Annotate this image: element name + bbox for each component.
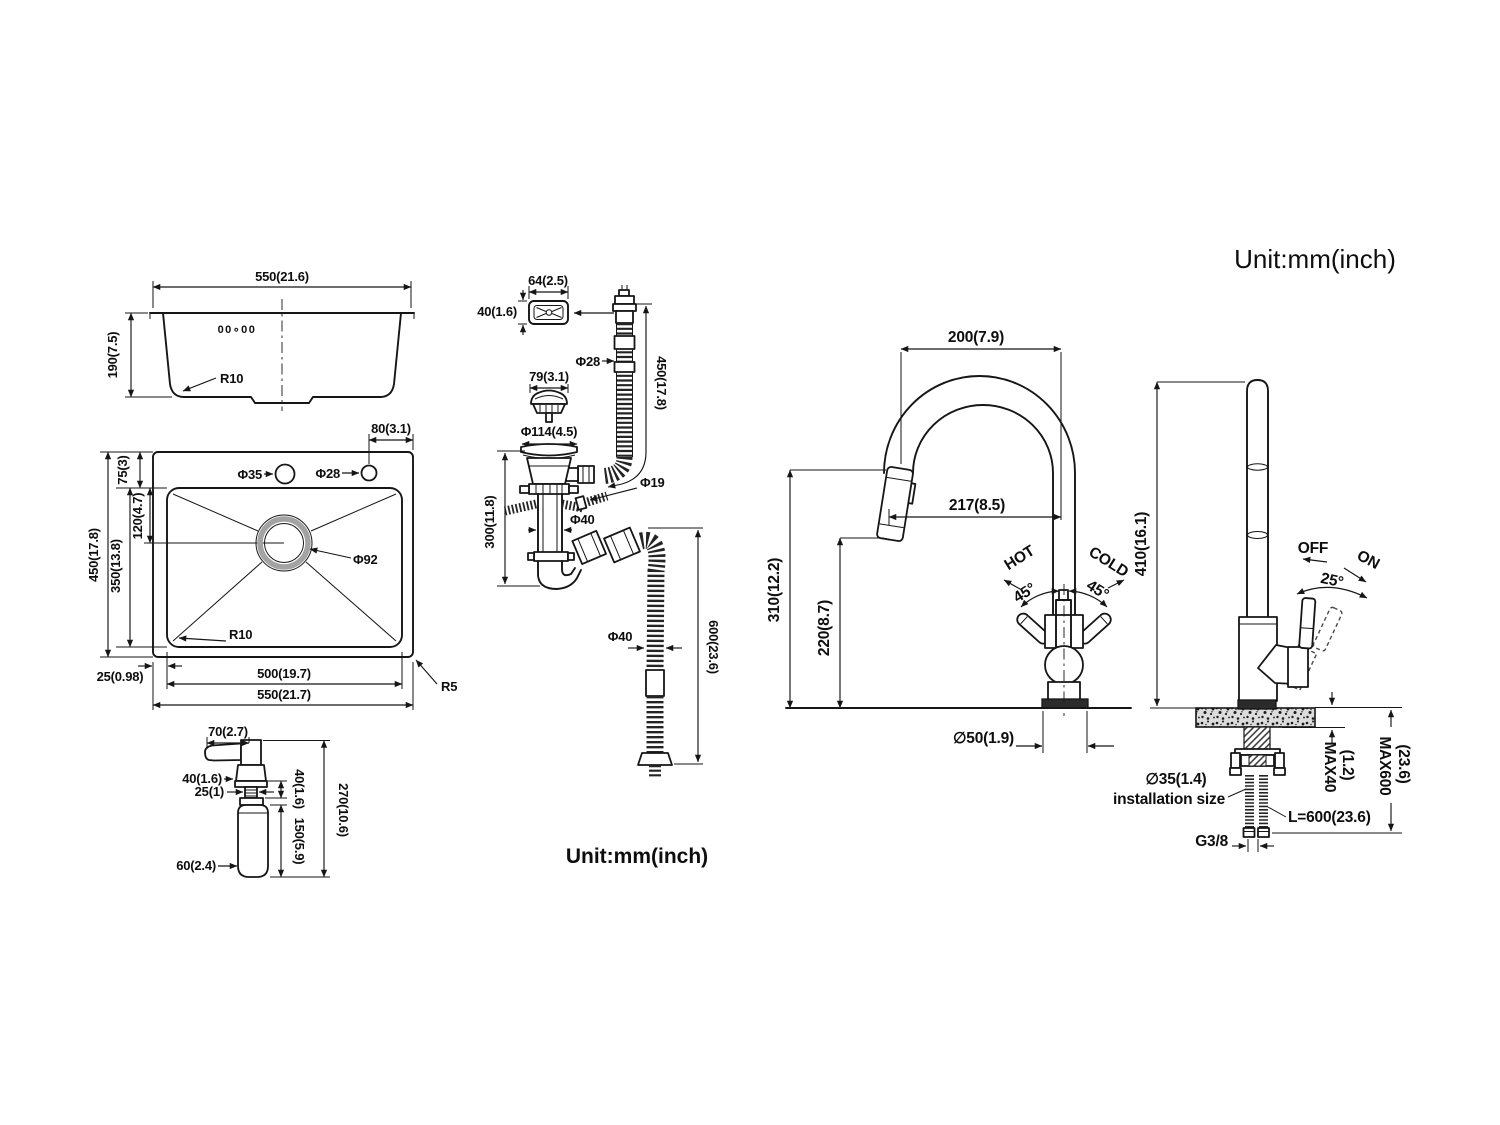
max-below-inch-label: (23.6) bbox=[1395, 744, 1412, 783]
dispenser-cap bbox=[240, 739, 262, 766]
faucet-side-dimensions: 410(16.1) OFF ON 25° MAX40 (1.2) MAX600 … bbox=[1113, 381, 1412, 852]
sink-bowl-profile bbox=[162, 312, 402, 404]
overflow-hose-dimensions: Φ28 450(17.8) bbox=[575, 303, 669, 489]
faucet-side-base bbox=[1237, 699, 1277, 710]
sink-top-view: Φ35 Φ28 80(3.1) 450(17.8) 350(13.8) 75(3… bbox=[86, 421, 457, 710]
sink-top-outline bbox=[144, 451, 414, 658]
spout-inner-arc bbox=[912, 404, 1054, 616]
dishwasher-barb-left bbox=[504, 499, 537, 516]
dim-overflow-hose-length: 450(17.8) bbox=[654, 356, 669, 410]
installation-caption-label: installation size bbox=[1113, 791, 1226, 808]
dim-sink-depth: 190(7.5) bbox=[105, 332, 120, 379]
threaded-shank bbox=[1243, 726, 1271, 750]
dim-outlet-diameter: Φ40 bbox=[608, 629, 633, 644]
sink-side-view: 00∘00 550(21.6) 190(7.5) R10 bbox=[105, 269, 415, 411]
dim-base-diameter: ∅50(1.9) bbox=[953, 730, 1014, 747]
sink-top-dimensions: Φ35 Φ28 80(3.1) 450(17.8) 350(13.8) 75(3… bbox=[86, 421, 457, 710]
drain-outer-circle bbox=[255, 514, 313, 572]
handle-lever bbox=[1298, 597, 1317, 650]
dispenser-dimensions: 70(2.7) 40(1.6) 25(1) 40(1.6) 150(5.9) 2… bbox=[176, 724, 351, 878]
faucet-side-view: 410(16.1) OFF ON 25° MAX40 (1.2) MAX600 … bbox=[1113, 379, 1412, 852]
off-label: OFF bbox=[1298, 540, 1328, 557]
dim-hole-spacing: 80(3.1) bbox=[371, 421, 411, 436]
sink-outer-rect bbox=[152, 451, 414, 658]
sink-side-outline: 00∘00 bbox=[149, 299, 415, 411]
faucet-hole bbox=[274, 463, 296, 485]
dim-body-height: 300(11.8) bbox=[482, 495, 497, 548]
sink-side-dimensions: 550(21.6) 190(7.5) R10 bbox=[105, 269, 412, 398]
dim-soap-hole: Φ28 bbox=[315, 466, 340, 481]
dim-pipe-diameter: Φ40 bbox=[570, 512, 595, 527]
dim-sink-radius: R10 bbox=[220, 371, 243, 386]
dispenser-bottle bbox=[237, 804, 269, 878]
dim-basket-diameter: 79(3.1) bbox=[529, 369, 569, 384]
dim-overall-height: 270(10.6) bbox=[336, 783, 351, 837]
dim-rim-top: 75(3) bbox=[115, 455, 130, 484]
strainer-basket: 79(3.1) bbox=[529, 369, 569, 423]
outlet-hose bbox=[637, 531, 673, 778]
handle-socket bbox=[1287, 646, 1309, 688]
sink-bowl-rect bbox=[166, 487, 403, 648]
strainer-body: Φ114(4.5) bbox=[504, 424, 641, 590]
faucet-column bbox=[1246, 379, 1269, 621]
brand-logo: 00∘00 bbox=[218, 324, 257, 336]
spray-head bbox=[876, 466, 917, 542]
faucet-side-outline bbox=[1195, 379, 1343, 838]
dim-overflow-hose-dia: Φ28 bbox=[575, 354, 600, 369]
strainer-dimensions: Φ40 Φ19 300(11.8) bbox=[482, 450, 665, 587]
dim-bottle-height: 150(5.9) bbox=[292, 818, 307, 865]
dispenser-outline bbox=[204, 739, 269, 878]
soap-hole bbox=[360, 464, 378, 482]
installation-diameter-label: ∅35(1.4) bbox=[1145, 771, 1206, 788]
dim-drain-offset: 120(4.7) bbox=[130, 493, 145, 540]
max-below-label: MAX600 bbox=[1376, 736, 1393, 795]
handle-angle-label: 25° bbox=[1319, 570, 1345, 591]
dim-spray-reach: 217(8.5) bbox=[949, 497, 1005, 514]
dim-overall-height: 410(16.1) bbox=[1133, 512, 1150, 577]
dim-head-width: 40(1.6) bbox=[182, 771, 222, 786]
dim-outer-radius: R5 bbox=[441, 679, 457, 694]
faucet-base-flange bbox=[1041, 698, 1089, 709]
dim-overflow-width: 64(2.5) bbox=[528, 273, 568, 288]
unit-label-top: Unit:mm(inch) bbox=[1234, 244, 1396, 274]
faucet-front-outline bbox=[785, 375, 1132, 716]
dim-overflow-height: 40(1.6) bbox=[477, 304, 517, 319]
thread-size-label: G3/8 bbox=[1195, 833, 1228, 850]
countertop bbox=[1195, 707, 1316, 728]
dim-barb-diameter: Φ19 bbox=[640, 475, 665, 490]
dim-spout-reach: 200(7.9) bbox=[948, 329, 1004, 346]
max-deck-label: MAX40 bbox=[1321, 742, 1338, 793]
dim-thread-height: 40(1.6) bbox=[292, 769, 307, 809]
unit-label-bottom: Unit:mm(inch) bbox=[566, 845, 708, 868]
overflow-plate-dimensions: 64(2.5) 40(1.6) bbox=[477, 273, 614, 335]
dim-spout-reach: 70(2.7) bbox=[208, 724, 248, 739]
dim-rim-side: 25(0.98) bbox=[97, 669, 144, 684]
dim-flange-diameter: Φ114(4.5) bbox=[521, 424, 578, 439]
supply-hose-length-label: L=600(23.6) bbox=[1288, 809, 1371, 826]
soap-dispenser-view: 70(2.7) 40(1.6) 25(1) 40(1.6) 150(5.9) 2… bbox=[176, 724, 351, 878]
dim-spray-height: 220(8.7) bbox=[816, 600, 833, 656]
dim-outlet-length: 600(23.6) bbox=[706, 620, 721, 674]
dim-overall-depth: 450(17.8) bbox=[86, 528, 101, 582]
dim-thread-diameter: 25(1) bbox=[195, 784, 224, 799]
dim-faucet-hole: Φ35 bbox=[237, 467, 262, 482]
outlet-dimensions: Φ40 600(23.6) bbox=[608, 527, 721, 765]
dim-sink-width: 550(21.6) bbox=[255, 269, 309, 284]
dim-drain-diameter: Φ92 bbox=[353, 552, 378, 567]
dim-bowl-radius: R10 bbox=[229, 627, 252, 642]
spout-outer-arc bbox=[883, 375, 1076, 616]
dispenser-spout bbox=[204, 742, 242, 762]
drain-ring bbox=[257, 516, 311, 570]
dim-bowl-depth: 350(13.8) bbox=[108, 539, 123, 593]
drain-kit-view: 64(2.5) 40(1.6) Φ28 45 bbox=[477, 273, 721, 868]
drain-inner-circle bbox=[264, 523, 304, 563]
dim-bowl-width: 500(19.7) bbox=[257, 666, 311, 681]
dim-overall-width: 550(21.7) bbox=[257, 687, 311, 702]
dim-bottle-diameter: 60(2.4) bbox=[176, 858, 216, 873]
dim-spout-height: 310(12.2) bbox=[766, 558, 783, 623]
overflow-plate bbox=[528, 300, 569, 325]
max-deck-inch-label: (1.2) bbox=[1339, 750, 1356, 781]
